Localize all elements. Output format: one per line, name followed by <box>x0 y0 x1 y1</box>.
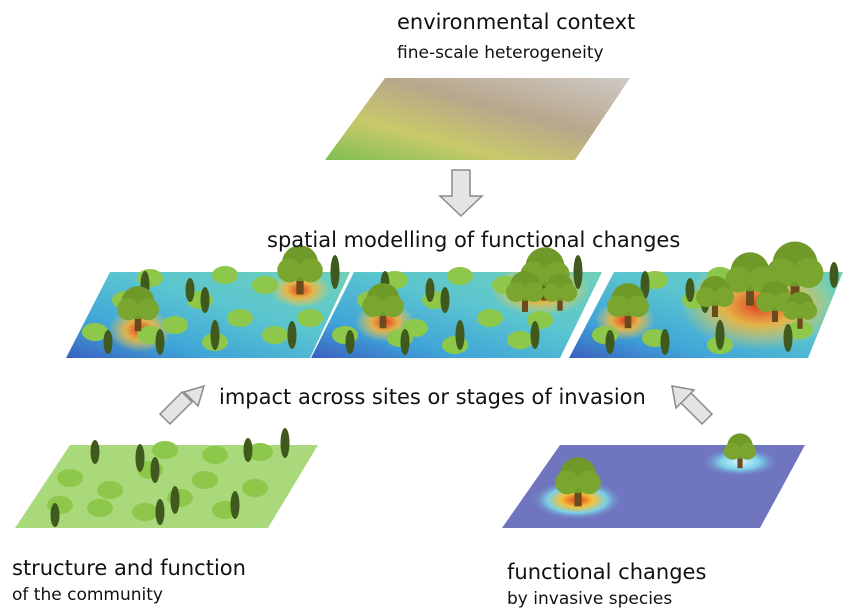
invasive-tree-icon <box>117 286 159 332</box>
shrub-icon <box>242 479 268 497</box>
invasive-tree-icon <box>696 276 734 317</box>
invasive-tree-icon <box>542 273 578 311</box>
cypress-tree-icon <box>210 320 220 350</box>
shrub-icon <box>82 323 108 341</box>
shrub-icon <box>97 481 123 499</box>
cypress-tree-icon <box>640 271 650 299</box>
cypress-tree-icon <box>425 278 435 302</box>
model-title: spatial modelling of functional changes <box>267 228 681 252</box>
cypress-tree-icon <box>50 503 60 527</box>
cypress-tree-icon <box>660 329 670 355</box>
environment-subtitle: fine-scale heterogeneity <box>397 43 604 63</box>
environment-title: environmental context <box>397 10 636 34</box>
shrub-icon <box>162 316 188 334</box>
shrub-icon <box>787 321 813 339</box>
shrub-icon <box>252 276 278 294</box>
cypress-tree-icon <box>287 321 297 349</box>
invasive-tree-icon <box>756 281 794 322</box>
cypress-tree-icon <box>243 438 253 462</box>
cypress-tree-icon <box>150 457 160 483</box>
invasive-tree-icon <box>607 283 649 329</box>
shrub-icon <box>247 443 273 461</box>
shrub-icon <box>477 309 503 327</box>
cypress-tree-icon <box>685 278 695 302</box>
cypress-tree-icon <box>440 287 450 313</box>
invasive-tree-icon <box>782 291 818 329</box>
community-title: structure and function <box>12 556 246 580</box>
invasive-tree-icon <box>277 245 323 295</box>
cypress-tree-icon <box>103 330 113 354</box>
down-arrow-icon <box>438 169 484 218</box>
shrub-icon <box>57 469 83 487</box>
invasive-title: functional changes <box>507 560 707 584</box>
cypress-tree-icon <box>605 330 615 354</box>
cypress-tree-icon <box>573 255 583 289</box>
invasive-tree-icon <box>506 271 544 312</box>
cypress-tree-icon <box>783 324 793 352</box>
cypress-tree-icon <box>715 320 725 350</box>
invasive-tree-icon <box>555 457 601 507</box>
shrub-icon <box>152 441 178 459</box>
environment-terrain-plane <box>325 78 630 160</box>
cypress-tree-icon <box>330 255 340 289</box>
shrub-icon <box>212 266 238 284</box>
cypress-tree-icon <box>90 440 100 464</box>
cypress-tree-icon <box>530 321 540 349</box>
shrub-icon <box>507 331 533 349</box>
shrub-icon <box>202 446 228 464</box>
cypress-tree-icon <box>400 329 410 355</box>
cypress-tree-icon <box>185 278 195 302</box>
cypress-tree-icon <box>829 262 839 288</box>
invasive-tree-icon <box>766 241 824 303</box>
cypress-tree-icon <box>200 287 210 313</box>
shrub-icon <box>527 311 553 329</box>
up-right-arrow-icon <box>167 384 206 423</box>
invasive-tree-icon <box>362 283 404 329</box>
impact-caption: impact across sites or stages of invasio… <box>219 385 646 409</box>
cypress-tree-icon <box>230 491 240 519</box>
invasive-species-plane <box>502 445 805 528</box>
invasive-tree-icon <box>725 252 775 306</box>
community-subtitle: of the community <box>12 585 163 605</box>
shrub-icon <box>87 499 113 517</box>
cypress-tree-icon <box>135 444 145 472</box>
shrub-icon <box>447 267 473 285</box>
vegetation-layer <box>47 241 839 527</box>
shrub-icon <box>297 309 323 327</box>
invasive-tree-icon <box>723 433 757 469</box>
invasive-subtitle: by invasive species <box>507 589 673 609</box>
cypress-tree-icon <box>170 486 180 514</box>
cypress-tree-icon <box>155 499 165 525</box>
shrub-icon <box>227 309 253 327</box>
cypress-tree-icon <box>455 320 465 350</box>
shrub-icon <box>262 326 288 344</box>
shrub-icon <box>192 471 218 489</box>
cypress-tree-icon <box>280 428 290 458</box>
cypress-tree-icon <box>345 330 355 354</box>
cypress-tree-icon <box>155 329 165 355</box>
shrub-icon <box>132 503 158 521</box>
